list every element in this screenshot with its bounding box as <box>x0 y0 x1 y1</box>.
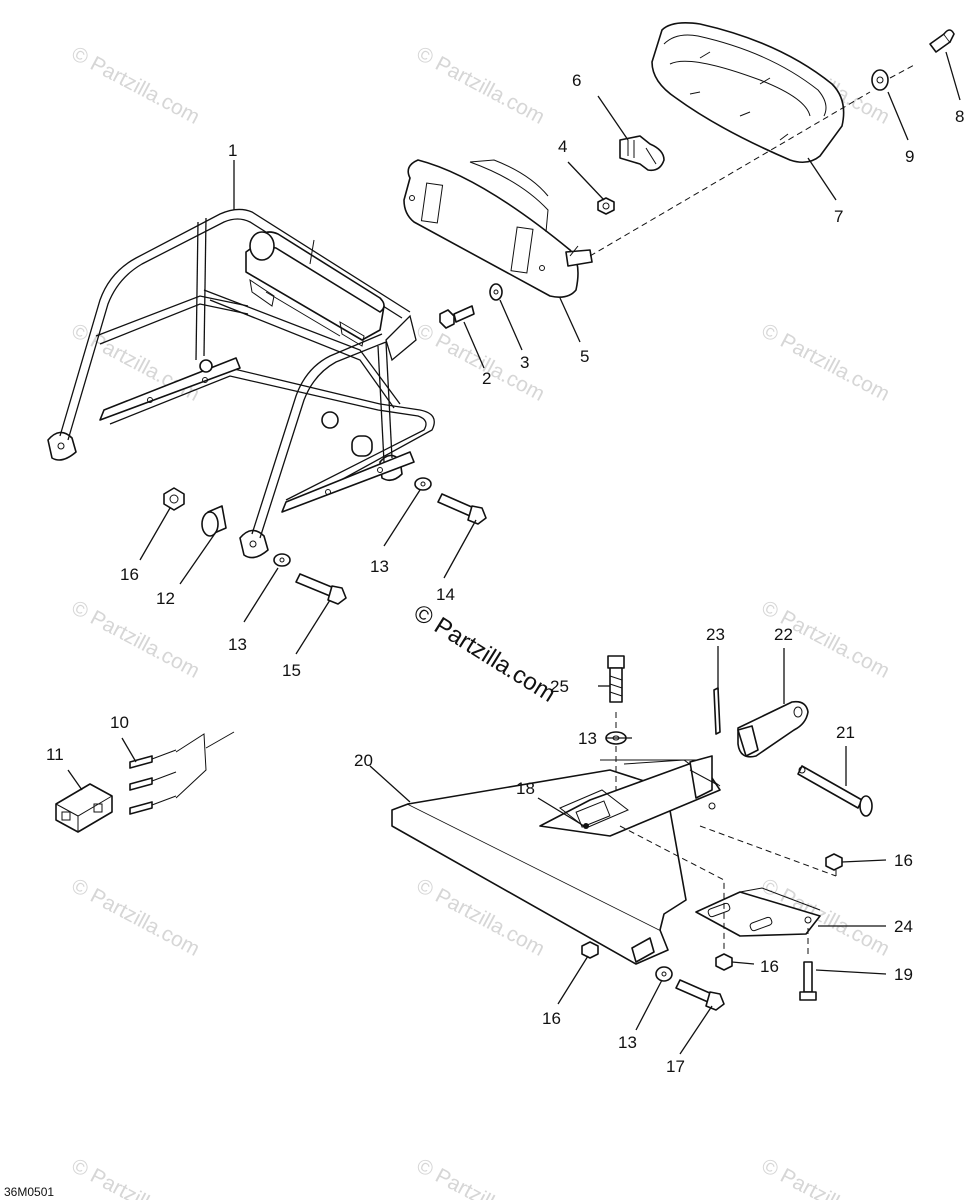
bolt-2 <box>439 305 475 329</box>
callout-16: 16 <box>120 565 139 584</box>
nut-16 <box>163 487 185 511</box>
callout-16: 16 <box>542 1009 561 1028</box>
nut-16 <box>825 853 843 871</box>
nut-16 <box>581 941 599 959</box>
callout-25: 25 <box>550 677 569 696</box>
watermark: © Partzilla.com <box>413 1154 549 1200</box>
callout-13: 13 <box>370 557 389 576</box>
callout-18: 18 <box>516 779 535 798</box>
callout-14: 14 <box>436 585 455 604</box>
diagram-code: 36M0501 <box>4 1185 54 1199</box>
washer-9 <box>871 69 889 91</box>
watermark: © Partzilla.com <box>758 1154 894 1200</box>
alignment-lines <box>589 63 917 958</box>
washer-13 <box>273 553 291 567</box>
bolt-14 <box>437 493 487 525</box>
callout-8: 8 <box>955 107 964 126</box>
callout-11: 11 <box>46 745 64 764</box>
watermark: © Partzilla.com <box>68 874 204 961</box>
light-housing <box>403 159 593 298</box>
callouts: 1 2 3 4 5 6 7 8 9 10 11 12 13 13 13 13 1… <box>46 71 964 1076</box>
bracket-20 <box>391 755 721 965</box>
connector-11 <box>55 783 113 833</box>
rack-frame <box>47 208 435 559</box>
bulb <box>619 135 665 172</box>
tail-light-lens <box>651 22 845 164</box>
bolt-25 <box>607 655 625 703</box>
callout-12: 12 <box>156 589 175 608</box>
watermark: © Partzilla.com <box>68 42 204 129</box>
pin-21 <box>797 765 873 817</box>
callout-1: 1 <box>228 141 237 160</box>
callout-24: 24 <box>894 917 913 936</box>
callout-4: 4 <box>558 137 567 156</box>
terminals-10 <box>129 731 235 815</box>
callout-13: 13 <box>228 635 247 654</box>
watermark: © Partzilla.com <box>758 319 894 406</box>
callout-21: 21 <box>836 723 855 742</box>
screw-8 <box>929 29 955 53</box>
nut-4 <box>597 197 615 215</box>
washer-13 <box>655 966 673 982</box>
watermark: © Partzilla.com <box>413 42 549 129</box>
callout-3: 3 <box>520 353 529 372</box>
callout-13: 13 <box>618 1033 637 1052</box>
callout-7: 7 <box>834 207 843 226</box>
callout-15: 15 <box>282 661 301 680</box>
callout-6: 6 <box>572 71 581 90</box>
watermark: © Partzilla.com <box>68 1154 204 1200</box>
callout-13: 13 <box>578 729 597 748</box>
watermark: © Partzilla.com <box>68 319 204 406</box>
callout-20: 20 <box>354 751 373 770</box>
bracket-24 <box>695 887 821 937</box>
callout-16: 16 <box>760 957 779 976</box>
washer-3 <box>489 283 503 301</box>
callout-16: 16 <box>894 851 913 870</box>
callout-9: 9 <box>905 147 914 166</box>
callout-5: 5 <box>580 347 589 366</box>
pin-23 <box>713 687 721 735</box>
callout-17: 17 <box>666 1057 685 1076</box>
spacer-12 <box>201 505 227 537</box>
callout-10: 10 <box>110 713 129 732</box>
washer-13 <box>414 477 432 491</box>
callout-2: 2 <box>482 369 491 388</box>
bolt-19 <box>799 961 817 1001</box>
leader-lines <box>67 51 961 1055</box>
nut-16 <box>715 953 733 971</box>
watermark: © Partzilla.com <box>68 596 204 683</box>
callout-19: 19 <box>894 965 913 984</box>
hinge-22 <box>737 700 809 758</box>
bolt-15 <box>295 573 347 605</box>
bolt-17 <box>675 979 725 1011</box>
center-watermark: © Partzilla.com <box>409 599 560 708</box>
callout-23: 23 <box>706 625 725 644</box>
callout-22: 22 <box>774 625 793 644</box>
